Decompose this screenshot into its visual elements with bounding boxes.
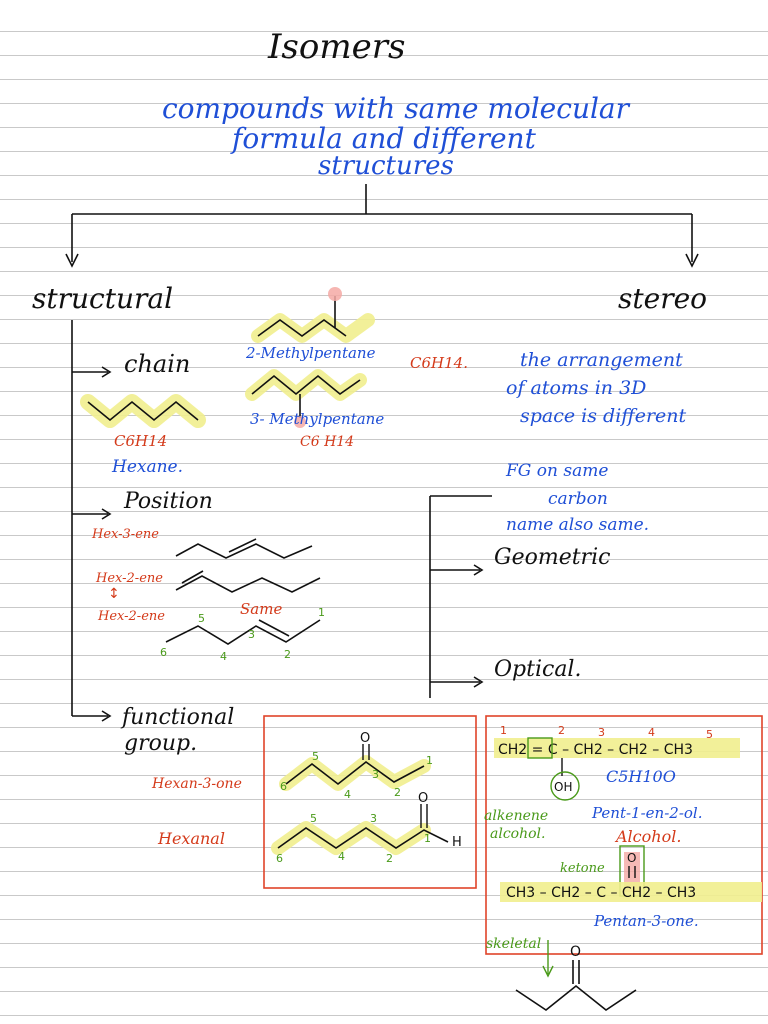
c5h10o-formula: C5H10O	[606, 767, 676, 786]
hex-2-ene-numbers: 6 5 4 3 2 1	[160, 606, 325, 663]
ketone-highlight	[500, 882, 762, 902]
pentan-3-one-skeletal	[515, 960, 637, 1011]
same-label: Same	[240, 600, 282, 618]
carbon-number: 6	[276, 852, 283, 865]
functional-label-2: group.	[124, 731, 197, 756]
skeletal-arrow	[542, 940, 554, 978]
hex-3-ene-skeletal	[175, 538, 313, 559]
hex-2-ene-skeletal-2	[165, 619, 321, 645]
functional-label-1: functional	[120, 705, 234, 730]
enol-highlight	[494, 738, 740, 758]
definition-line-3: structures	[318, 151, 454, 181]
carbon-number: 1	[318, 606, 325, 619]
position-label: Position	[123, 489, 213, 514]
skeletal-label: skeletal	[486, 936, 541, 952]
carbon-number: 1	[500, 724, 507, 737]
carbon-number: 3	[372, 768, 379, 781]
fg-note-line-1: FG on same	[505, 461, 608, 481]
hex-3-ene-label: Hex-3-ene	[91, 527, 159, 542]
carbon-number: 6	[160, 646, 167, 659]
hexanal-skeletal: O H 6 5 4 3 2 1	[271, 791, 462, 865]
carbon-number: 4	[220, 650, 227, 663]
pent-1-en-2-ol-name: Pent-1-en-2-ol.	[591, 804, 702, 822]
definition-line-2: formula and different	[230, 122, 537, 155]
hexanal-label: Hexanal	[157, 829, 225, 848]
fg-note: FG on same carbon name also same.	[505, 461, 649, 535]
definition: compounds with same molecular formula an…	[162, 92, 631, 181]
geometric-label: Geometric	[494, 545, 610, 570]
ketone-chain: CH3 – CH2 – C – CH2 – CH3	[506, 885, 696, 901]
carbon-number: 2	[386, 852, 393, 865]
hexan-3-one-label: Hexan-3-one	[151, 776, 242, 792]
fg-note-line-2: carbon	[548, 489, 608, 509]
stereo-description: the arrangement of atoms in 3D space is …	[506, 349, 687, 427]
fg-note-line-3: name also same.	[506, 515, 649, 535]
structural-branch-lines	[71, 320, 112, 722]
methylpentane-3-formula: C6 H14	[300, 434, 354, 450]
ketone-oxygen: O	[360, 731, 370, 746]
chain-label: chain	[124, 350, 190, 378]
oh-group: OH	[554, 780, 572, 794]
functional-group-box	[263, 715, 477, 889]
hexane-skeletal	[80, 394, 206, 428]
stereo-desc-line-2: of atoms in 3D	[506, 377, 646, 399]
methylpentane-2-name: 2-Methylpentane	[245, 344, 376, 362]
aldehyde-hydrogen: H	[452, 835, 462, 850]
hexane-formula: C6H14	[114, 432, 167, 450]
stereo-heading: stereo	[618, 282, 707, 315]
carbon-number: 3	[248, 628, 255, 641]
top-tree-lines	[65, 184, 699, 268]
carbon-number: 3	[598, 726, 605, 739]
carbon-number: 1	[426, 754, 433, 767]
stereo-branch-lines	[429, 495, 492, 698]
carbon-number: 5	[310, 812, 317, 825]
hex-2-ene-label-2: Hex-2-ene	[97, 609, 165, 624]
carbon-number: 1	[424, 832, 431, 845]
double-bond-box	[527, 737, 553, 759]
carbon-number: 2	[284, 648, 291, 661]
carbon-number: 3	[370, 812, 377, 825]
hex-2-ene-label-1: Hex-2-ene	[95, 571, 163, 586]
carbon-number: 6	[280, 780, 287, 793]
structural-heading: structural	[32, 282, 173, 315]
ketone-label: ketone	[560, 861, 605, 876]
alcohol-heading: Alcohol.	[614, 827, 681, 846]
enol-ketone-box	[485, 715, 763, 955]
alkenene-label: alkenene	[484, 808, 548, 824]
methylpentane-2-formula: C6H14.	[410, 354, 468, 372]
stereo-desc-line-1: the arrangement	[520, 349, 683, 371]
hexan-3-one-skeletal: O 6 5 4 3 2 1	[279, 731, 433, 801]
carbon-number: 5	[706, 728, 713, 741]
enol-numbers: 1 2 3 4 5	[500, 724, 713, 741]
methylpentane-3-name: 3- Methylpentane	[250, 410, 384, 428]
carbon-number: 5	[198, 612, 205, 625]
page-title: Isomers	[267, 27, 405, 67]
oh-circle	[550, 771, 580, 801]
hex-2-ene-skeletal-1	[175, 570, 321, 593]
optical-label: Optical.	[494, 657, 581, 682]
stereo-desc-line-3: space is different	[520, 405, 687, 427]
carbonyl-oxygen: O	[627, 851, 636, 865]
pentan-3-one-name: Pentan-3-one.	[593, 912, 699, 930]
definition-line-1: compounds with same molecular	[162, 92, 631, 125]
methylpentane-3-skeletal	[245, 369, 367, 428]
carbon-number: 2	[558, 724, 565, 737]
skeletal-oxygen: O	[570, 944, 581, 960]
hexane-name: Hexane.	[111, 457, 183, 477]
swap-arrow-icon: ↕	[108, 586, 120, 602]
carbon-number: 2	[394, 786, 401, 799]
carbon-number: 4	[648, 726, 655, 739]
carbon-number: 5	[312, 750, 319, 763]
enol-chain: CH2 = C – CH2 – CH2 – CH3	[498, 742, 693, 758]
aldehyde-oxygen: O	[418, 791, 428, 806]
alcohol-label: alcohol.	[490, 826, 545, 842]
carbon-number: 4	[338, 850, 345, 863]
methylpentane-2-skeletal	[251, 287, 375, 343]
carbon-number: 4	[344, 788, 351, 801]
